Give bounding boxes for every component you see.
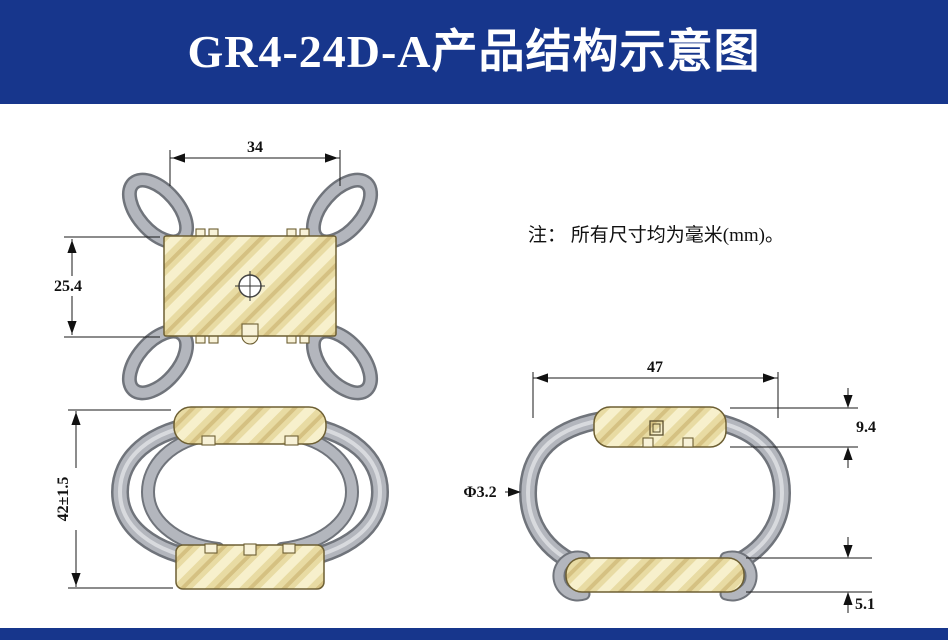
dim-bottom-plate-height: 5.1 (855, 596, 875, 613)
page-title: GR4-24D-A产品结构示意图 (187, 26, 761, 77)
front-view-top-plate (173, 406, 327, 445)
clamp-notch (201, 435, 216, 446)
front-view-dimensions: 42±1.5 (55, 409, 173, 589)
dim-front-height: 42±1.5 (55, 477, 72, 522)
dim-top-depth: 25.4 (54, 278, 82, 295)
center-clamp (241, 323, 259, 337)
mounting-hole (235, 271, 265, 301)
top-view-dimensions: 34 25.4 (54, 139, 341, 338)
dim-wire-diameter: Φ3.2 (463, 484, 496, 501)
clamp-notch (284, 435, 299, 446)
title-banner: GR4-24D-A产品结构示意图 (0, 0, 948, 104)
side-view-bottom-plate (565, 557, 745, 593)
side-view-dimensions: 47 9.4 Φ3.2 5.1 (463, 359, 876, 613)
clamp-notch (682, 437, 694, 448)
wire-rope-side-left (518, 411, 611, 578)
units-note: 注： 所有尺寸均为毫米(mm)。 (528, 224, 784, 246)
side-view (518, 406, 792, 602)
clamp-notch (642, 437, 654, 448)
center-tab (241, 335, 259, 345)
top-view (121, 172, 379, 401)
wire-rope-inner-left (140, 427, 225, 556)
dim-top-width: 34 (247, 139, 263, 156)
clamp-notch (204, 543, 218, 554)
clamp-notch (282, 543, 296, 554)
wire-rope-inner-right (275, 427, 360, 556)
footer-bar (0, 628, 948, 640)
dim-top-plate-height: 9.4 (856, 419, 876, 436)
center-slot (243, 543, 257, 556)
dim-side-width: 47 (647, 359, 663, 376)
center-clamp-detail (649, 420, 664, 436)
front-view (110, 406, 390, 590)
